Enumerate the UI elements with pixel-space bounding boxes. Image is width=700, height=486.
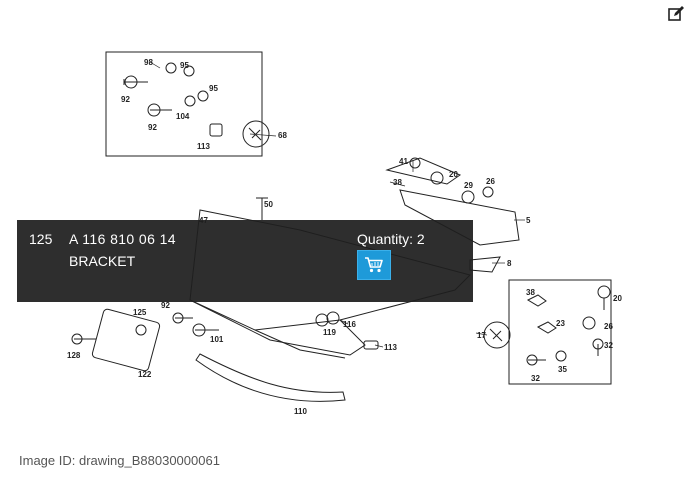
label-110: 110 bbox=[294, 407, 307, 416]
label-116: 116 bbox=[343, 320, 356, 329]
label-101: 101 bbox=[210, 335, 224, 344]
hardware-box-right bbox=[508, 279, 612, 385]
label-32: 32 bbox=[531, 374, 540, 383]
label-26: 26 bbox=[604, 322, 613, 331]
label-20: 20 bbox=[613, 294, 622, 303]
label-98: 98 bbox=[144, 58, 153, 67]
quantity-value: 2 bbox=[416, 231, 425, 247]
label-8: 8 bbox=[507, 259, 512, 268]
label-17: 17 bbox=[477, 331, 486, 340]
label-92: 92 bbox=[121, 95, 130, 104]
quantity-label: Quantity: bbox=[357, 231, 417, 247]
quantity: Quantity: 2 bbox=[357, 231, 425, 247]
label-26: 26 bbox=[486, 177, 495, 186]
cart-icon bbox=[365, 257, 383, 273]
label-23: 23 bbox=[556, 319, 565, 328]
label-92: 92 bbox=[161, 301, 170, 310]
part-number: A 116 810 06 14 bbox=[69, 231, 176, 247]
label-122: 122 bbox=[138, 370, 152, 379]
label-41: 41 bbox=[399, 157, 408, 166]
part-info-popup: 125 A 116 810 06 14 BRACKET Quantity: 2 bbox=[17, 220, 473, 302]
label-128: 128 bbox=[67, 351, 81, 360]
label-38: 38 bbox=[526, 288, 535, 297]
label-95: 95 bbox=[209, 84, 218, 93]
label-38: 38 bbox=[393, 178, 402, 187]
label-104: 104 bbox=[176, 112, 190, 121]
label-29: 29 bbox=[464, 181, 473, 190]
label-119: 119 bbox=[323, 328, 336, 337]
item-number: 125 bbox=[29, 231, 53, 247]
label-68: 68 bbox=[278, 131, 287, 140]
label-113: 113 bbox=[384, 343, 397, 352]
label-50: 50 bbox=[264, 200, 273, 209]
label-113: 113 bbox=[197, 142, 210, 151]
hardware-box-top bbox=[105, 51, 263, 157]
label-35: 35 bbox=[558, 365, 567, 374]
parts-diagram: 98 95 92 95 92 104 113 68 41 20 38 29 26… bbox=[67, 51, 622, 416]
label-125: 125 bbox=[133, 308, 147, 317]
edit-icon[interactable] bbox=[666, 4, 686, 24]
add-to-cart-button[interactable] bbox=[357, 250, 391, 280]
label-32: 32 bbox=[604, 341, 613, 350]
label-5: 5 bbox=[526, 216, 531, 225]
label-20: 20 bbox=[449, 170, 458, 179]
image-id-caption: Image ID: drawing_B88030000061 bbox=[19, 453, 220, 468]
part-description: BRACKET bbox=[69, 253, 136, 269]
label-95: 95 bbox=[180, 61, 189, 70]
label-92: 92 bbox=[148, 123, 157, 132]
